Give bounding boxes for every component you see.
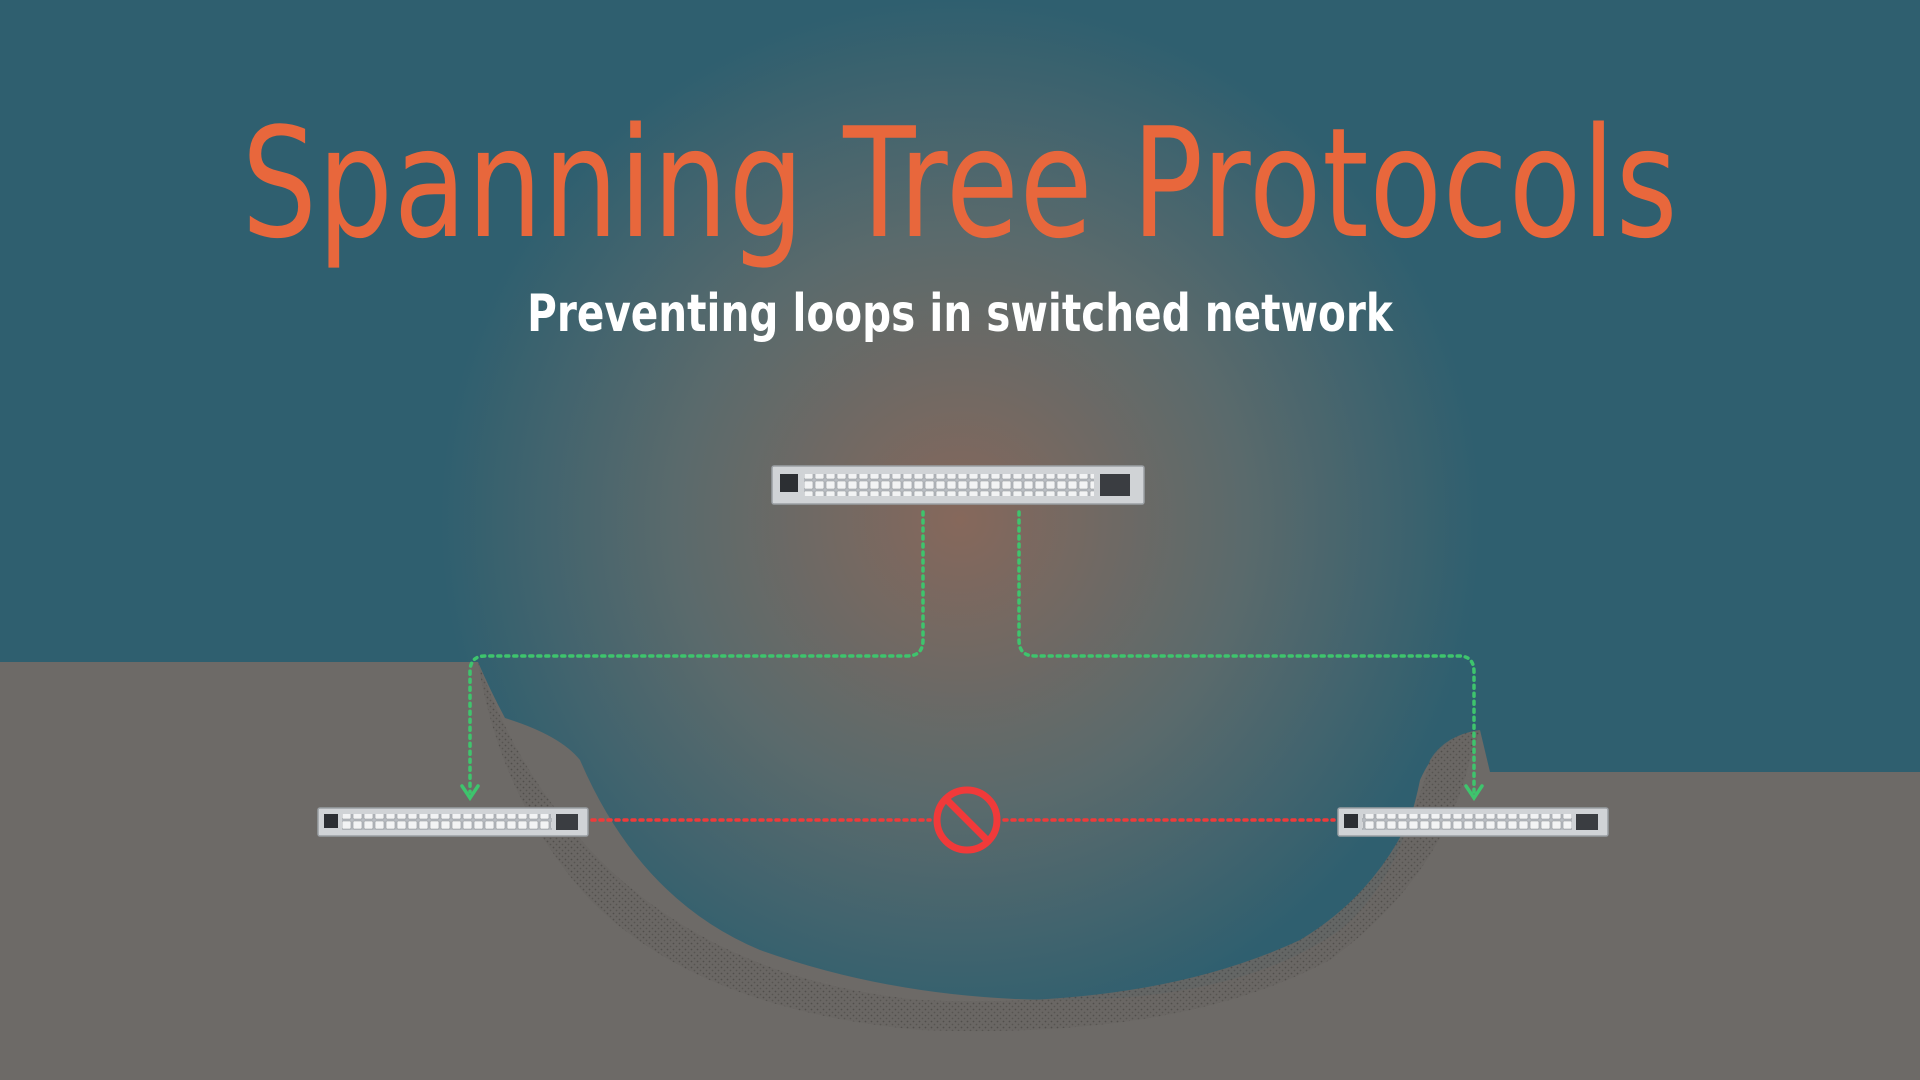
root-switch [771, 465, 1145, 505]
link-root-to-right [1017, 510, 1476, 794]
prohibited-icon [933, 786, 1001, 854]
arrow-down-icon [1464, 784, 1484, 802]
right-switch [1337, 807, 1609, 837]
link-root-to-left [468, 510, 925, 794]
arrow-down-icon [460, 784, 480, 802]
page-title: Spanning Tree Protocols [241, 95, 1679, 272]
left-switch [317, 807, 589, 837]
page-subtitle: Preventing loops in switched network [527, 284, 1393, 344]
